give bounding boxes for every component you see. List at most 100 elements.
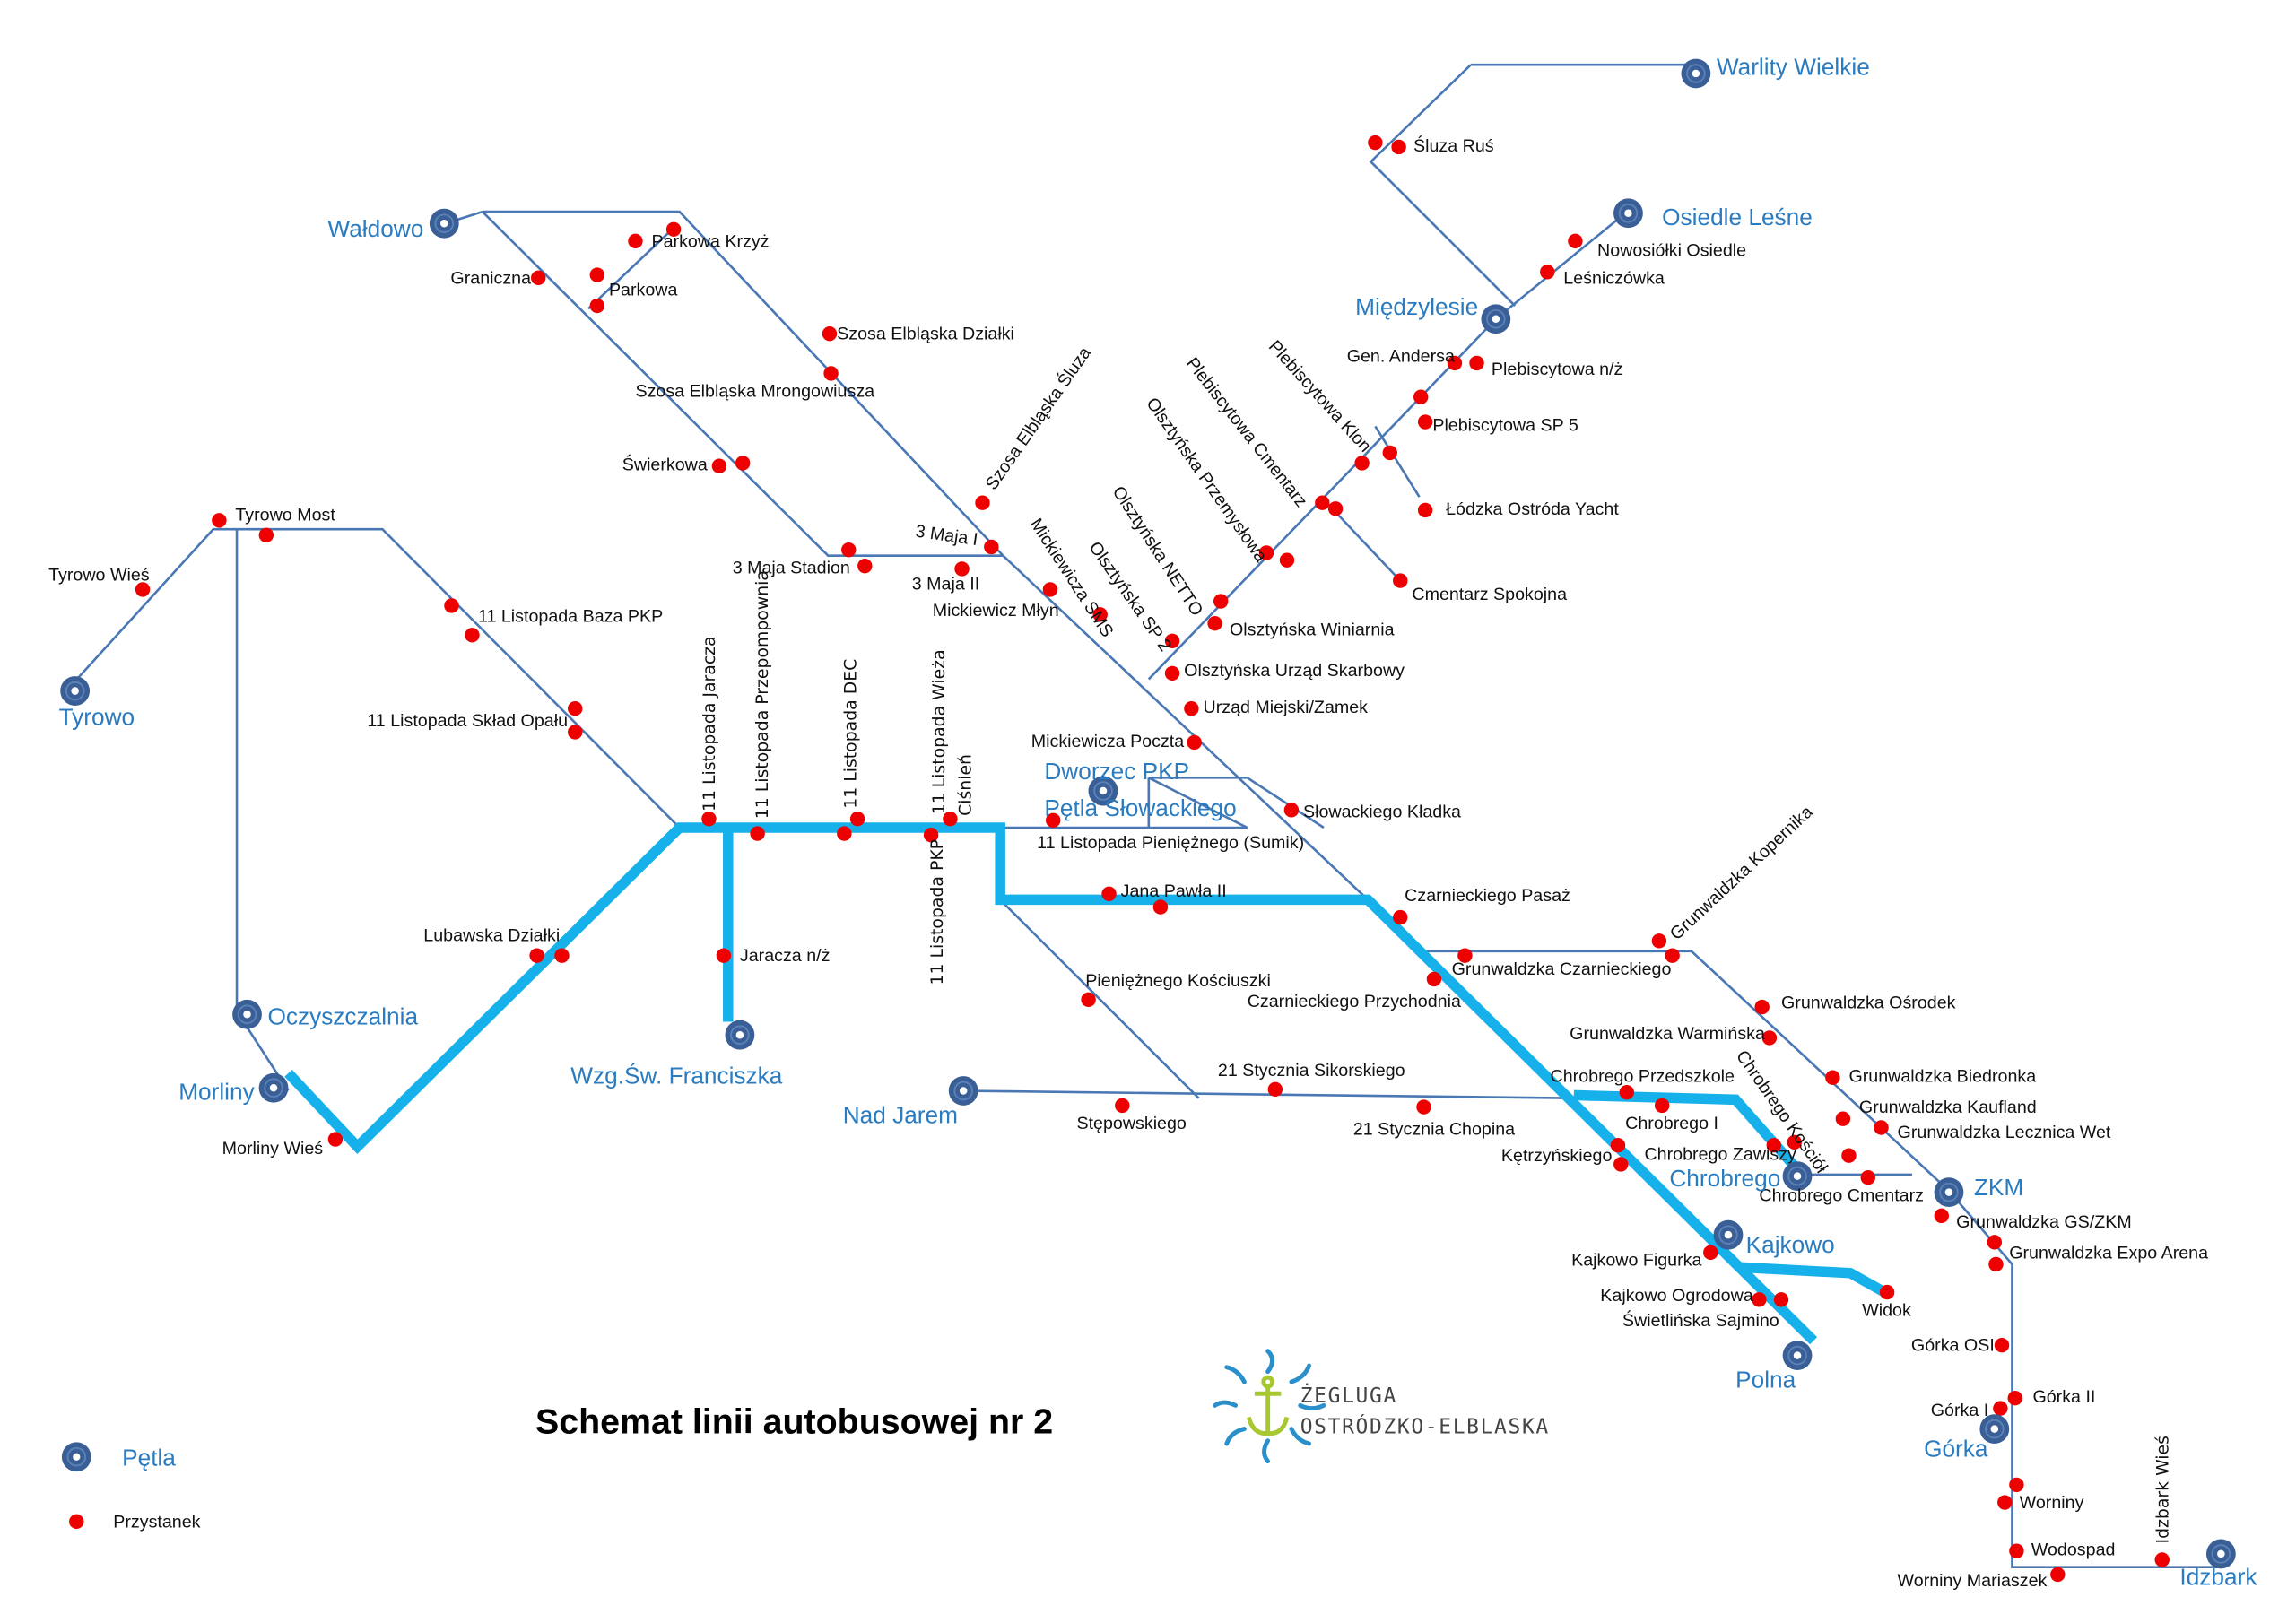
stop-marker-icon[interactable] bbox=[568, 701, 583, 716]
terminal-nad-jarem[interactable] bbox=[948, 1076, 978, 1106]
stop-marker-icon[interactable] bbox=[1382, 445, 1397, 461]
stop-tyrowo-wies[interactable] bbox=[135, 582, 151, 597]
stop-11-listopada-przepompownia[interactable] bbox=[750, 826, 765, 841]
stop-marker-icon[interactable] bbox=[1613, 1157, 1629, 1172]
stop-marker-icon[interactable] bbox=[1825, 1070, 1840, 1085]
stop-marker-icon[interactable] bbox=[1651, 933, 1667, 949]
stop-marker-icon[interactable] bbox=[1081, 992, 1096, 1008]
stop-marker-icon[interactable] bbox=[984, 539, 999, 555]
stop-jana-pawla-ii[interactable] bbox=[1101, 886, 1169, 915]
terminal-loop-icon[interactable] bbox=[258, 1072, 289, 1103]
terminal-loop-icon[interactable] bbox=[232, 999, 262, 1029]
stop-marker-icon[interactable] bbox=[943, 812, 958, 827]
stop-marker-icon[interactable] bbox=[212, 513, 227, 528]
terminal-morliny[interactable] bbox=[258, 1072, 289, 1103]
stop-marker-icon[interactable] bbox=[1152, 899, 1169, 915]
stop-marker-icon[interactable] bbox=[1115, 1098, 1130, 1114]
stop-marker-icon[interactable] bbox=[716, 948, 732, 963]
stop-marker-icon[interactable] bbox=[750, 826, 765, 841]
stop-gorka-ii[interactable] bbox=[2007, 1390, 2022, 1406]
stop-lesniczowka[interactable] bbox=[1540, 265, 1555, 280]
stop-czarnieckiego-pasaz[interactable] bbox=[1393, 909, 1408, 925]
stop-marker-icon[interactable] bbox=[1213, 594, 1229, 609]
stop-11-listopada-pienieznego-sumik[interactable] bbox=[1046, 812, 1061, 829]
stop-marker-icon[interactable] bbox=[823, 366, 839, 381]
stop-marker-icon[interactable] bbox=[923, 828, 939, 843]
stop-marker-icon[interactable] bbox=[1766, 1137, 1782, 1153]
stop-marker-icon[interactable] bbox=[1987, 1235, 2003, 1250]
terminal-kajkowo[interactable] bbox=[1713, 1219, 1744, 1250]
stop-cmentarz-spokojna[interactable] bbox=[1393, 573, 1408, 588]
stop-gorka-osi[interactable] bbox=[1994, 1337, 2010, 1353]
stop-marker-icon[interactable] bbox=[1754, 999, 1770, 1015]
stop-marker-icon[interactable] bbox=[1835, 1111, 1851, 1126]
stop-worniny[interactable] bbox=[1997, 1477, 2024, 1510]
stop-11-listopada-sklad-opalu[interactable] bbox=[568, 701, 583, 740]
terminal-zkm[interactable] bbox=[1934, 1177, 1964, 1208]
stop-nowosiolki-osiedle[interactable] bbox=[1568, 233, 1583, 249]
terminal-petla-slowackiego[interactable] bbox=[1088, 776, 1118, 806]
stop-marker-icon[interactable] bbox=[1469, 355, 1484, 371]
stop-marker-icon[interactable] bbox=[327, 1132, 344, 1147]
stop-cisnien[interactable] bbox=[923, 828, 939, 843]
stop-marker-icon[interactable] bbox=[665, 221, 682, 237]
stop-marker-icon[interactable] bbox=[1283, 803, 1300, 818]
stop-swierkowa[interactable] bbox=[711, 456, 751, 473]
stop-wodospad[interactable] bbox=[2009, 1543, 2024, 1558]
stop-stepowskiego[interactable] bbox=[1115, 1098, 1130, 1114]
stop-marker-icon[interactable] bbox=[954, 561, 970, 577]
stop-grunwaldzka-biedronka[interactable] bbox=[1825, 1070, 1840, 1085]
stop-3-maja-ii[interactable] bbox=[954, 561, 970, 577]
stop-marker-icon[interactable] bbox=[857, 559, 873, 574]
stop-marker-icon[interactable] bbox=[2009, 1477, 2024, 1493]
stop-11-listopada-baza-pkp[interactable] bbox=[444, 598, 480, 643]
stop-graniczna[interactable] bbox=[531, 270, 546, 286]
stop-marker-icon[interactable] bbox=[1988, 1256, 2004, 1272]
terminal-warlity-wielkie[interactable] bbox=[1681, 58, 1711, 89]
stop-marker-icon[interactable] bbox=[1426, 971, 1442, 987]
stop-olsztynska-winiarnia[interactable] bbox=[1207, 615, 1222, 631]
stop-marker-icon[interactable] bbox=[1164, 665, 1180, 681]
stop-grunwaldzka-osrodek[interactable] bbox=[1754, 999, 1770, 1015]
stop-marker-icon[interactable] bbox=[1416, 1099, 1431, 1115]
stop-marker-icon[interactable] bbox=[258, 527, 274, 542]
stop-marker-icon[interactable] bbox=[135, 582, 151, 597]
stop-marker-icon[interactable] bbox=[1568, 233, 1583, 249]
terminal-waldowo[interactable] bbox=[429, 208, 459, 239]
terminal-gorka[interactable] bbox=[1979, 1414, 2010, 1444]
stop-gen-andersa[interactable] bbox=[1447, 355, 1463, 371]
terminal-loop-icon[interactable] bbox=[2205, 1539, 2236, 1569]
stop-marker-icon[interactable] bbox=[589, 267, 605, 282]
stop-marker-icon[interactable] bbox=[1368, 135, 1383, 151]
stop-marker-icon[interactable] bbox=[1665, 948, 1680, 963]
stop-marker-icon[interactable] bbox=[2009, 1543, 2024, 1558]
stop-marker-icon[interactable] bbox=[1619, 1084, 1635, 1100]
stop-czarnieckiego-przychodnia[interactable] bbox=[1426, 971, 1442, 987]
terminal-idzbark[interactable] bbox=[2205, 1539, 2236, 1569]
stop-plebiscytowa-sp-5[interactable] bbox=[1413, 389, 1433, 430]
terminal-loop-icon[interactable] bbox=[1979, 1414, 2010, 1444]
terminal-loop-icon[interactable] bbox=[1782, 1161, 1813, 1191]
stop-sluza-rus[interactable] bbox=[1368, 135, 1406, 155]
stop-morliny-wies[interactable] bbox=[327, 1132, 344, 1147]
terminal-loop-icon[interactable] bbox=[1713, 1219, 1744, 1250]
stop-marker-icon[interactable] bbox=[1207, 615, 1222, 631]
stop-mickiewicz-mlyn[interactable] bbox=[1042, 582, 1058, 597]
stop-olsztynska-sp-2[interactable] bbox=[1164, 633, 1180, 649]
terminal-chrobrego[interactable] bbox=[1782, 1161, 1813, 1191]
terminal-loop-icon[interactable] bbox=[60, 676, 91, 706]
stop-mickiewicza-sms[interactable] bbox=[1092, 607, 1108, 622]
stop-grunwaldzka-kaufland[interactable] bbox=[1835, 1111, 1851, 1126]
stop-marker-icon[interactable] bbox=[2007, 1390, 2022, 1406]
stop-pienieznego-kosciuszki[interactable] bbox=[1081, 992, 1096, 1008]
stop-marker-icon[interactable] bbox=[1860, 1170, 1875, 1185]
stop-jaracza-n-z[interactable] bbox=[716, 948, 732, 963]
stop-marker-icon[interactable] bbox=[1787, 1134, 1802, 1150]
terminal-loop-icon[interactable] bbox=[1782, 1341, 1813, 1371]
terminal-loop-icon[interactable] bbox=[1481, 304, 1511, 334]
stop-marker-icon[interactable] bbox=[1164, 633, 1180, 649]
stop-chrobrego-zawiszy[interactable] bbox=[1766, 1134, 1802, 1153]
stop-grunwaldzka-kopernika[interactable] bbox=[1651, 933, 1667, 949]
stop-olsztynska-netto[interactable] bbox=[1213, 594, 1229, 609]
stop-szosa-elblaska-dzialki[interactable] bbox=[822, 325, 838, 342]
